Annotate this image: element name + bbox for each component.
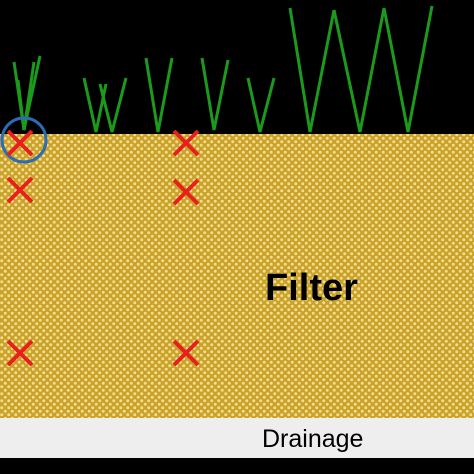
circle-icon <box>0 116 48 164</box>
grass-row <box>12 5 434 133</box>
grass-tuft-icon <box>16 55 42 131</box>
drainage-layer <box>0 418 474 458</box>
filter-layer <box>0 134 474 418</box>
cross-icon <box>172 178 200 206</box>
grass-tuft-icon <box>144 57 174 133</box>
cross-icon <box>6 176 34 204</box>
bottom-border <box>0 458 474 474</box>
cross-icon <box>172 339 200 367</box>
background <box>0 0 474 136</box>
grass-tuft-icon <box>98 77 128 133</box>
grass-tuft-icon <box>332 7 386 133</box>
grass-tuft-icon <box>246 77 276 133</box>
cross-icon <box>172 129 200 157</box>
cross-icon <box>6 129 34 157</box>
drainage-label: Drainage <box>262 425 363 453</box>
filter-label: Filter <box>265 267 358 309</box>
cross-icon <box>6 339 34 367</box>
sample-markers <box>6 129 200 367</box>
grass-tuft-icon <box>200 57 230 131</box>
grass-tuft-icon <box>382 5 434 133</box>
grass-tuft-icon <box>288 7 336 133</box>
